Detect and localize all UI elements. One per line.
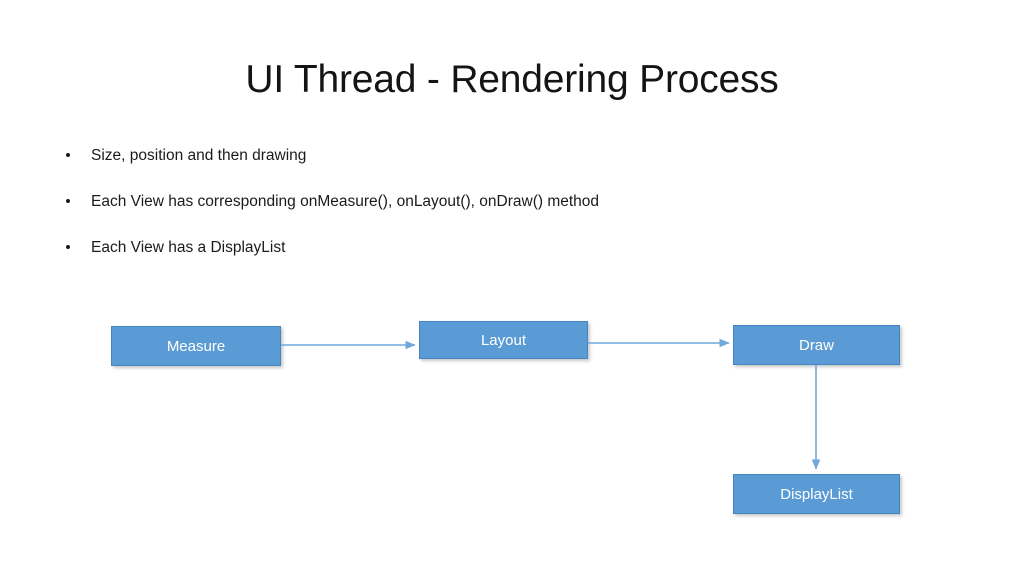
flow-node-measure: Measure	[111, 326, 281, 366]
flow-node-layout: Layout	[419, 321, 588, 359]
flow-arrow-layout-to-draw	[588, 338, 730, 348]
page-title: UI Thread - Rendering Process	[245, 58, 779, 101]
bullet-dot-icon	[66, 199, 70, 203]
flow-arrow-draw-to-displaylist	[811, 365, 821, 470]
bullet-dot-icon	[66, 245, 70, 249]
bullet-dot-icon	[66, 153, 70, 157]
list-item: Size, position and then drawing	[62, 144, 862, 167]
flow-arrow-measure-to-layout	[281, 340, 416, 350]
list-item: Each View has corresponding onMeasure(),…	[62, 190, 862, 213]
list-item-label: Size, position and then drawing	[91, 147, 307, 164]
list-item-label: Each View has corresponding onMeasure(),…	[91, 193, 600, 210]
list-item-label: Each View has a DisplayList	[91, 239, 286, 256]
flow-node-draw: Draw	[733, 325, 900, 365]
bullet-list: Size, position and then drawing Each Vie…	[62, 144, 862, 282]
list-item: Each View has a DisplayList	[62, 236, 862, 259]
flow-node-displaylist: DisplayList	[733, 474, 900, 514]
